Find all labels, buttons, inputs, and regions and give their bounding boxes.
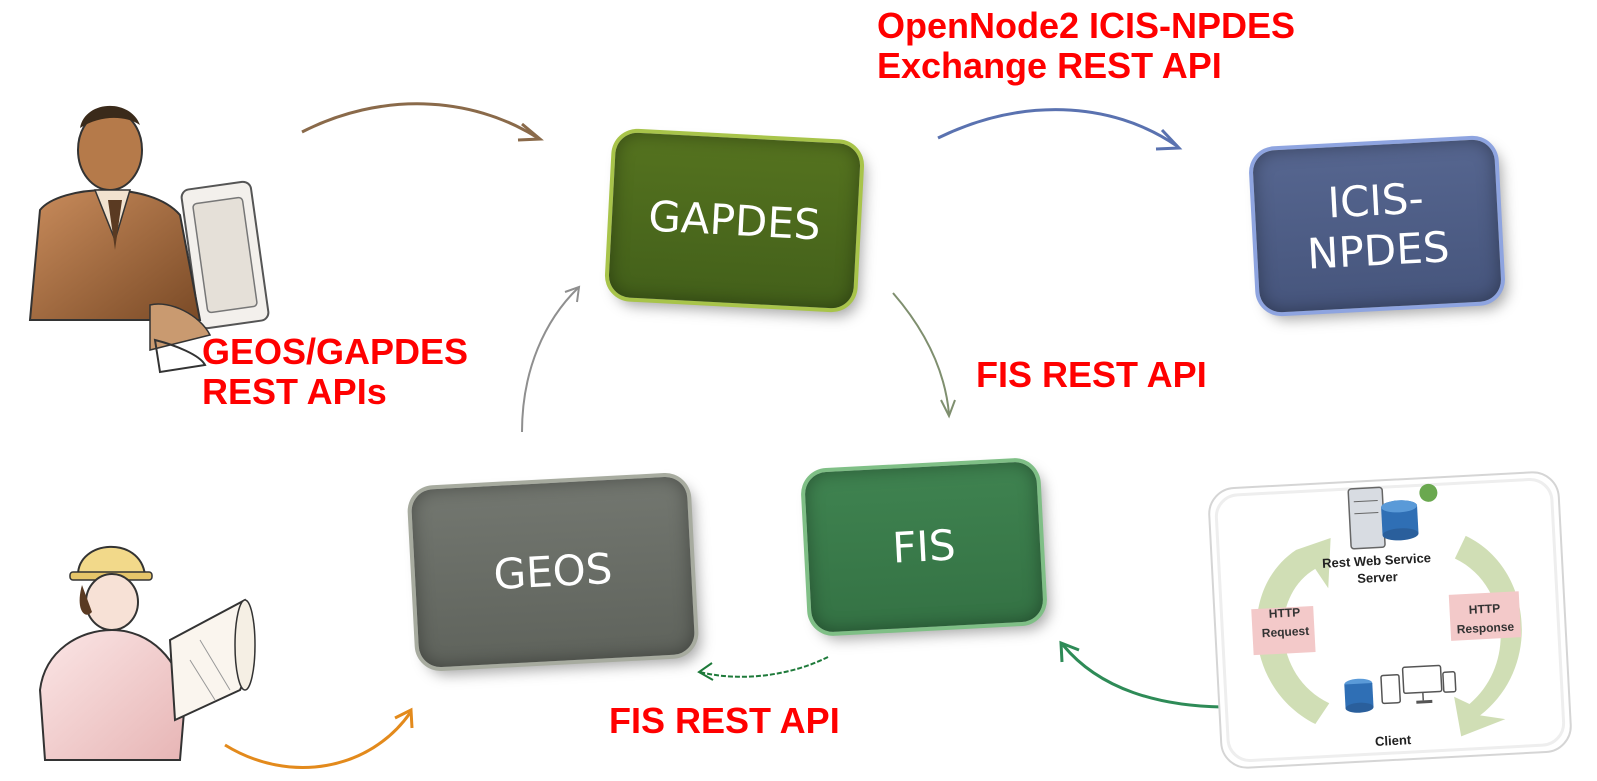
arrow-rest-to-fis (1061, 644, 1223, 709)
arrow-head-rest-to-fis (1059, 640, 1080, 663)
icis-npdes-label: ICIS- NPDES (1305, 173, 1451, 279)
arrow-fis-to-geos (699, 656, 829, 678)
icis-npdes-box: ICIS- NPDES (1251, 138, 1503, 314)
arrow-head-geos-to-gapdes (564, 285, 581, 303)
arrow-head-gapdes-to-icis (1155, 128, 1183, 151)
fis-rest-api-right-label: FIS REST API (976, 354, 1207, 395)
gapdes-box: GAPDES (607, 131, 862, 310)
geos-box: GEOS (410, 475, 696, 669)
opennode-label: OpenNode2 ICIS-NPDES Exchange REST API (877, 6, 1295, 86)
worker-illustration (38, 545, 256, 761)
opennode-line1: OpenNode2 ICIS-NPDES (877, 5, 1296, 46)
arrow-geos-to-gapdes (521, 287, 579, 433)
http-request-box (1251, 606, 1316, 656)
client-label: Client (1374, 732, 1412, 749)
geos-label: GEOS (492, 543, 614, 600)
cycle-arrow-right (1454, 535, 1522, 737)
rest-diagram-card (1208, 471, 1572, 769)
office-user-illustration (28, 105, 270, 374)
rest-server-label: Rest Web Service Server (1321, 550, 1432, 587)
arrow-head-gapdes-to-fis (940, 399, 956, 419)
arrow-head-user-to-gapdes (517, 122, 544, 142)
geos-gapdes-line1: GEOS/GAPDES (202, 331, 469, 372)
arrow-head-worker-to-geos (394, 707, 414, 729)
opennode-line2: Exchange REST API (877, 45, 1222, 86)
geos-gapdes-line2: REST APIs (202, 371, 387, 412)
fis-box: FIS (803, 461, 1045, 633)
gapdes-label: GAPDES (647, 191, 822, 249)
arrow-head-fis-to-geos (697, 662, 714, 681)
http-request-label: HTTP Request (1261, 605, 1310, 641)
arrow-worker-to-geos (224, 712, 412, 769)
fis-rest-api-bottom-label: FIS REST API (609, 700, 840, 741)
http-response-label: HTTP Response (1456, 601, 1515, 637)
arrow-gapdes-to-icis (937, 108, 1178, 148)
http-response-box (1448, 591, 1522, 641)
arrow-gapdes-to-fis (892, 292, 950, 415)
arrow-user-to-gapdes (301, 102, 539, 140)
cycle-arrow-left (1256, 537, 1331, 725)
fis-label: FIS (891, 520, 957, 573)
client-devices-icon (1344, 664, 1457, 713)
geos-gapdes-label: GEOS/GAPDES REST APIs (202, 332, 468, 412)
server-icon (1347, 483, 1438, 550)
